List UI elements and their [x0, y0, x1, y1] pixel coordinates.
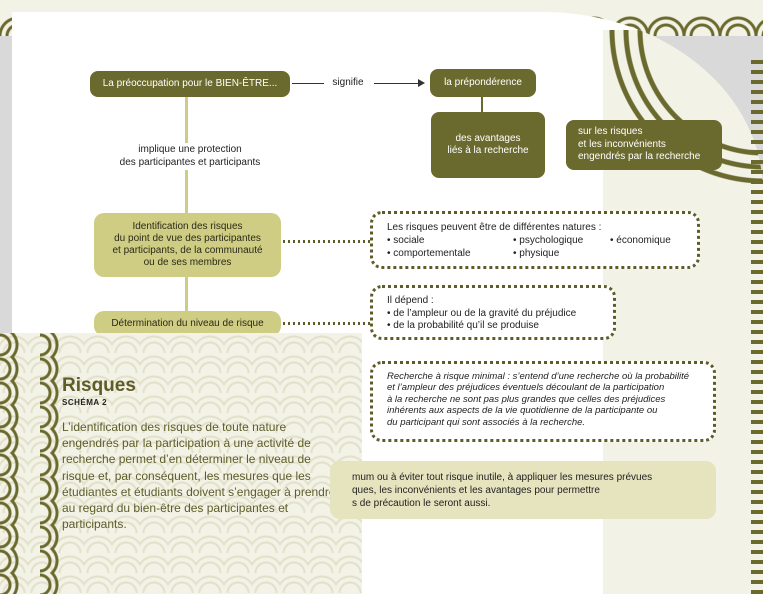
- depend-box: Il dépend : • de l’ampleur ou de la grav…: [370, 285, 616, 340]
- advantages-node: des avantages liés à la recherche: [431, 112, 545, 178]
- implique-label: implique une protection des participante…: [100, 143, 280, 170]
- risks-line-1: sur les risques: [578, 126, 643, 138]
- determination-node: Détermination du niveau de risque: [94, 311, 281, 336]
- identification-line-1: Identification des risques: [132, 221, 243, 232]
- advantages-line-1: des avantages: [455, 132, 521, 144]
- wellbeing-node: La préoccupation pour le BIEN-ÊTRE...: [90, 71, 290, 97]
- nature-item-psychological: • psychologique: [513, 234, 584, 246]
- schema-title: Risques: [62, 375, 136, 396]
- identification-line-2: du point de vue des participantes: [114, 233, 261, 244]
- wellbeing-label: La préoccupation pour le BIEN-ÊTRE...: [102, 77, 278, 89]
- minimal-line-1: Recherche à risque minimal : s’entend d’…: [387, 371, 690, 382]
- measures-line-1: mum ou à éviter tout risque inutile, à a…: [352, 472, 653, 483]
- nature-item-social: • sociale: [387, 234, 425, 246]
- schema-description: Risques SCHÉMA 2 L’identification des ri…: [62, 375, 342, 532]
- schema-subtitle: SCHÉMA 2: [62, 398, 108, 407]
- risks-node: sur les risques et les inconvénients eng…: [566, 120, 722, 170]
- natures-box: Les risques peuvent être de différentes …: [370, 211, 700, 269]
- minimal-line-5: du participant qui sont associés à la re…: [387, 416, 586, 428]
- measures-box: mum ou à éviter tout risque inutile, à a…: [330, 461, 716, 519]
- depend-heading: Il dépend :: [387, 295, 434, 306]
- minimal-risk-box: Recherche à risque minimal : s’entend d’…: [370, 361, 716, 442]
- signifie-line-left: [292, 83, 324, 84]
- dotted-connector-natures: [283, 240, 373, 243]
- preponderance-label: la prépondérence: [444, 76, 522, 88]
- measures-line-2: ques, les inconvénients et les avantages…: [352, 485, 600, 496]
- determination-label: Détermination du niveau de risque: [111, 317, 264, 329]
- implique-line-1: implique une protection: [138, 144, 242, 155]
- minimal-line-4: inhérents aux aspects de la vie quotidie…: [387, 405, 658, 417]
- preponderance-node: la prépondérence: [430, 69, 536, 97]
- natures-heading: Les risques peuvent être de différentes …: [387, 222, 602, 233]
- minimal-line-3: à la recherche ne sont pas plus grandes …: [387, 393, 666, 405]
- schema-paragraph: L’identification des risques de toute na…: [62, 420, 336, 532]
- nature-item-physical: • physique: [513, 247, 560, 259]
- decorative-pattern-left: [0, 333, 60, 594]
- identification-node: Identification des risques du point de v…: [94, 213, 281, 277]
- identification-line-4: ou de ses membres: [143, 257, 232, 268]
- nature-item-behavioral: • comportementale: [387, 247, 471, 259]
- risks-line-3: engendrés par la recherche: [578, 151, 701, 163]
- depend-item-2: • de la probabilité qu’il se produise: [387, 320, 539, 331]
- vertical-connector: [185, 94, 188, 326]
- identification-line-3: et participants, de la communauté: [112, 245, 263, 256]
- signifie-line-right: [374, 83, 420, 84]
- advantages-line-2: liés à la recherche: [447, 145, 529, 156]
- depend-item-1: • de l’ampleur ou de la gravité du préju…: [387, 307, 577, 319]
- signifie-label: signifie: [332, 77, 364, 88]
- left-panel: [0, 333, 362, 594]
- nature-item-economic: • économique: [610, 234, 671, 246]
- risks-line-2: et les inconvénients: [578, 138, 666, 150]
- minimal-line-2: et l’ampleur des préjudices éventuels dé…: [387, 382, 665, 394]
- dotted-connector-depend: [283, 322, 373, 325]
- measures-line-3: s de précaution le seront aussi.: [352, 498, 491, 509]
- arrow-right-icon: [418, 79, 425, 87]
- implique-line-2: des participantes et participants: [119, 156, 261, 168]
- decorative-stripe-right: [751, 60, 763, 594]
- preponderance-connector: [481, 97, 483, 113]
